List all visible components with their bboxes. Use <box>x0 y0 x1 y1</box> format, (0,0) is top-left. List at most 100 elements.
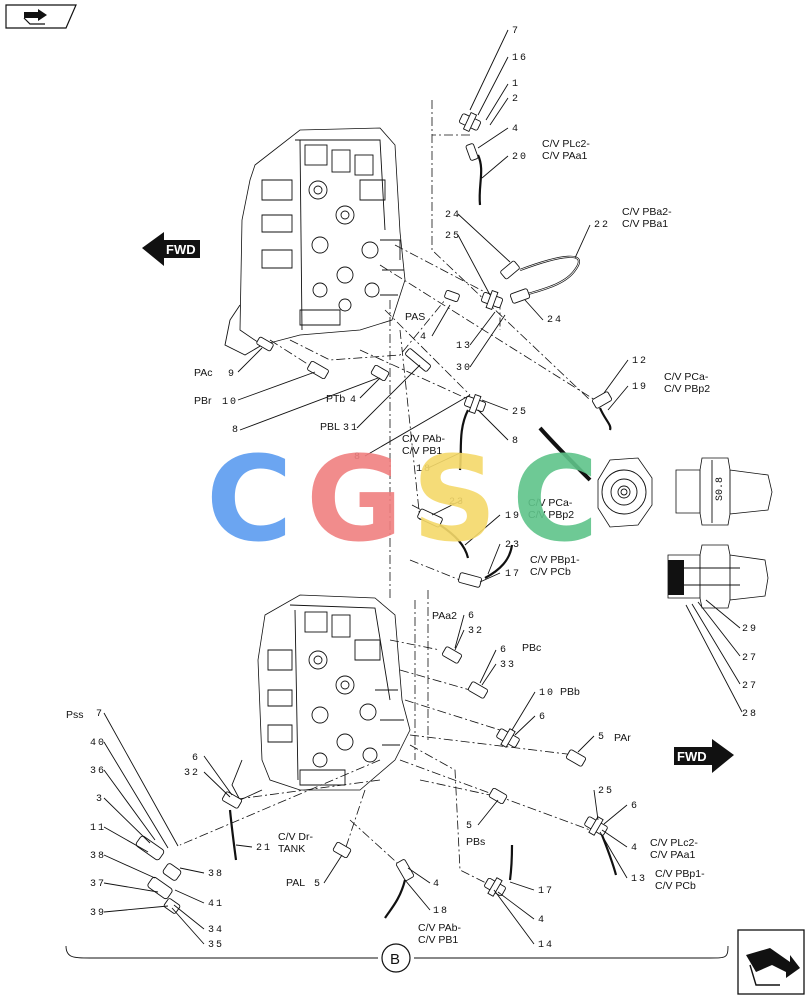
callout-number: 17 <box>505 569 521 580</box>
lbl-pbr-line: PBr <box>194 395 212 407</box>
section-marker-label: B <box>390 951 400 968</box>
callout-number: 25 <box>598 786 614 797</box>
callout-number: 19 <box>505 511 521 522</box>
callout-number: 27 <box>742 681 758 692</box>
callout-number: 11 <box>90 823 106 834</box>
callout-number: 5 <box>314 879 322 890</box>
lbl-pbs-line: PBs <box>466 836 485 848</box>
lbl-pbp1-pcb-mid: C/V PBp1-C/V PCb <box>530 554 580 578</box>
callout-number: 18 <box>416 464 432 475</box>
watermark-letter: S <box>412 430 497 568</box>
callout-number: 29 <box>742 624 758 635</box>
section-marker-circle <box>381 943 411 973</box>
lbl-plc2-paa1-bottom: C/V PLc2-C/V PAa1 <box>650 837 698 861</box>
part-callout-numbers: 7161242022242524413301219910843125881823… <box>90 26 758 951</box>
lbl-paa2-line: PAa2 <box>432 610 457 622</box>
callout-number: 37 <box>90 879 106 890</box>
hydraulic-hoses <box>228 154 618 919</box>
lbl-pbl-line: PBL <box>320 421 340 433</box>
callout-number: 12 <box>632 356 648 367</box>
callout-number: 25 <box>512 407 528 418</box>
callout-number: 7 <box>96 709 104 720</box>
lbl-pal-line: PAL <box>286 877 305 889</box>
callout-number: 7 <box>512 26 520 37</box>
callout-number: 6 <box>192 753 200 764</box>
callout-number: 1 <box>512 79 520 90</box>
callout-number: 20 <box>512 152 528 163</box>
svg-text:S0.8: S0.8 <box>715 477 726 501</box>
lbl-pas: PAS <box>405 311 425 323</box>
fittings <box>135 111 613 914</box>
lbl-ptb: PTb <box>326 393 345 405</box>
forward-arrow-upper-label: FWD <box>166 242 196 257</box>
lbl-pbp1-pcb-mid-line: C/V PBp1- <box>530 554 580 566</box>
lbl-pba2-pba1-line: C/V PBa2- <box>622 206 672 218</box>
callout-number: 19 <box>632 382 648 393</box>
fitting-detail-front-view <box>597 457 653 528</box>
callout-number: 4 <box>433 879 441 890</box>
next-page-icon[interactable] <box>737 929 805 995</box>
lbl-cv-dr-tank-line: TANK <box>278 843 305 855</box>
lbl-pbb: PBb <box>560 686 580 698</box>
callout-number: 38 <box>208 869 224 880</box>
lbl-pab-pb1-bottom-line: C/V PB1 <box>418 934 458 946</box>
pipe-routing-lines <box>179 100 596 886</box>
callout-number: 9 <box>228 369 236 380</box>
callout-number: 31 <box>343 423 359 434</box>
callout-number: 39 <box>90 908 106 919</box>
lbl-pab-pb1-mid-line: C/V PAb- <box>402 433 445 445</box>
fitting-detail-section-view <box>667 544 769 713</box>
callout-number: 35 <box>208 940 224 951</box>
lbl-cv-dr-tank: C/V Dr-TANK <box>278 831 314 855</box>
watermark-letter: C <box>512 430 599 568</box>
callout-number: 10 <box>222 397 238 408</box>
lbl-par: PAr <box>614 732 631 744</box>
callout-number: 6 <box>631 801 639 812</box>
forward-arrow-lower: FWD <box>674 739 734 773</box>
lbl-pab-pb1-mid-line: C/V PB1 <box>402 445 442 457</box>
lbl-pbp1-pcb-bottom-line: C/V PBp1- <box>655 868 705 880</box>
lbl-pca-pbp2-mid: C/V PCa-C/V PBp2 <box>528 497 574 521</box>
lbl-pbb-line: PBb <box>560 686 580 698</box>
lbl-pbp1-pcb-bottom: C/V PBp1-C/V PCb <box>655 868 705 892</box>
callout-number: 8 <box>512 436 520 447</box>
watermark-letter: G <box>306 430 403 568</box>
lbl-pbc-line: PBc <box>522 642 541 654</box>
callout-number: 4 <box>631 843 639 854</box>
lbl-pba2-pba1-line: C/V PBa1 <box>622 218 668 230</box>
lbl-pab-pb1-mid: C/V PAb-C/V PB1 <box>402 433 445 457</box>
lbl-pca-pbp2-mid-line: C/V PBp2 <box>528 509 574 521</box>
callout-number: 38 <box>90 851 106 862</box>
callout-number: 6 <box>539 712 547 723</box>
lbl-paa2: PAa2 <box>432 610 457 622</box>
previous-page-icon[interactable] <box>5 4 77 29</box>
callout-number: 4 <box>420 332 428 343</box>
lbl-pss: Pss <box>66 709 84 721</box>
callout-number: 5 <box>466 821 474 832</box>
forward-arrow-lower-label: FWD <box>677 749 707 764</box>
callout-number: 4 <box>512 124 520 135</box>
lbl-pss-line: Pss <box>66 709 84 721</box>
lbl-pal: PAL <box>286 877 305 889</box>
lbl-pac: PAc <box>194 367 212 379</box>
callout-number: 8 <box>232 425 240 436</box>
lbl-pac-line: PAc <box>194 367 212 379</box>
upper-control-valve <box>224 127 406 356</box>
lbl-plc2-paa1-bottom-line: C/V PLc2- <box>650 837 698 849</box>
callout-number: 34 <box>208 925 224 936</box>
forward-arrow-upper: FWD <box>142 232 200 266</box>
callout-number: 30 <box>456 363 472 374</box>
lbl-pbc: PBc <box>522 642 541 654</box>
lbl-pbl: PBL <box>320 421 340 433</box>
callout-number: 24 <box>547 315 563 326</box>
callout-number: 23 <box>505 540 521 551</box>
lbl-pba2-pba1: C/V PBa2-C/V PBa1 <box>622 206 672 230</box>
callout-number: 32 <box>468 626 484 637</box>
lbl-ptb-line: PTb <box>326 393 345 405</box>
callout-number: 18 <box>433 906 449 917</box>
callout-number: 21 <box>256 843 272 854</box>
